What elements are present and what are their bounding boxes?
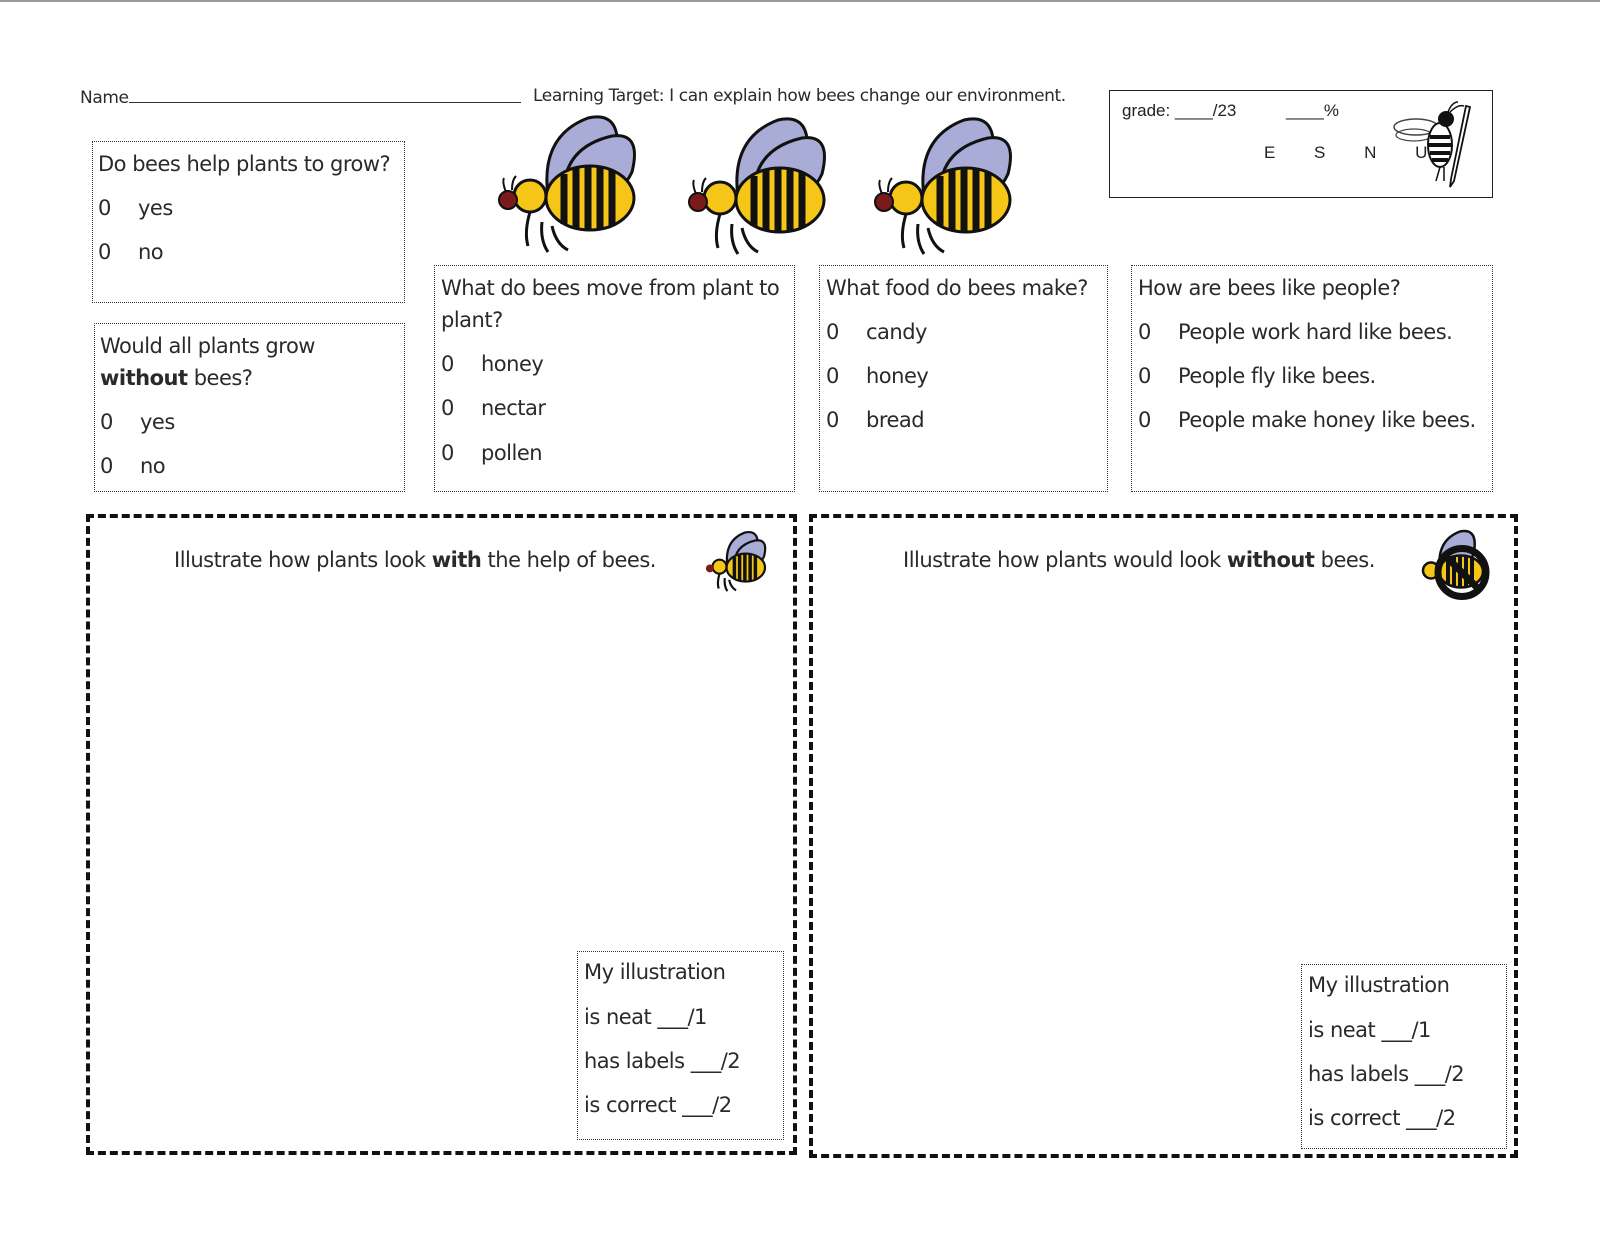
illustration-area-with-bees[interactable]: Illustrate how plants look with the help… — [86, 514, 797, 1155]
name-label: Name — [80, 88, 129, 108]
bee-illustration-icon — [874, 117, 1012, 255]
grade-score[interactable]: grade: ____/23 — [1122, 101, 1237, 120]
rubric-neat[interactable]: is neat ___/1 — [1308, 1018, 1431, 1042]
answer-bubble[interactable]: 0 — [98, 196, 111, 220]
bee-icon — [705, 530, 767, 592]
question-text: What do bees move from plant to plant? — [441, 276, 780, 332]
question-text: What food do bees make? — [826, 276, 1088, 300]
rubric-correct[interactable]: is correct ___/2 — [1308, 1106, 1456, 1130]
answer-bubble[interactable]: 0 — [826, 364, 839, 388]
rubric-box: My illustration is neat ___/1 has labels… — [1301, 964, 1507, 1149]
answer-bubble[interactable]: 0 — [826, 320, 839, 344]
name-line — [128, 86, 521, 103]
answer-bubble[interactable]: 0 — [100, 410, 113, 434]
answer-bubble[interactable]: 0 — [1138, 320, 1151, 344]
illustration-area-without-bees[interactable]: Illustrate how plants would look without… — [809, 514, 1518, 1158]
answer-bubble[interactable]: 0 — [441, 396, 454, 420]
grade-box: grade: ____/23 ____% E S N U — [1109, 90, 1493, 198]
answer-bubble[interactable]: 0 — [98, 240, 111, 264]
learning-target: Learning Target: I can explain how bees … — [533, 86, 1066, 106]
rubric-title: My illustration — [1308, 973, 1450, 997]
grade-percent[interactable]: ____% — [1286, 101, 1339, 120]
top-border — [0, 0, 1600, 2]
bee-pencil-icon — [1393, 101, 1472, 188]
rubric-neat[interactable]: is neat ___/1 — [584, 1005, 707, 1029]
illustration-prompt: Illustrate how plants would look without… — [903, 548, 1375, 572]
no-bees-icon — [1421, 529, 1490, 600]
answer-bubble[interactable]: 0 — [441, 441, 454, 465]
question-text: Do bees help plants to grow? — [98, 152, 391, 176]
bee-illustration-icon — [498, 115, 636, 253]
answer-bubble[interactable]: 0 — [1138, 364, 1151, 388]
bee-illustration-icon — [688, 117, 826, 255]
question-text: How are bees like people? — [1138, 276, 1401, 300]
answer-bubble[interactable]: 0 — [441, 352, 454, 376]
question-text: Would all plants grow without bees? — [100, 334, 315, 390]
answer-bubble[interactable]: 0 — [826, 408, 839, 432]
question-box-3: What do bees move from plant to plant? 0… — [434, 265, 795, 492]
answer-bubble[interactable]: 0 — [1138, 408, 1151, 432]
rubric-correct[interactable]: is correct ___/2 — [584, 1093, 732, 1117]
grade-letters: E S N U — [1264, 143, 1445, 162]
illustration-prompt: Illustrate how plants look with the help… — [174, 548, 656, 572]
rubric-labels[interactable]: has labels ___/2 — [584, 1049, 741, 1073]
rubric-title: My illustration — [584, 960, 726, 984]
rubric-box: My illustration is neat ___/1 has labels… — [577, 951, 784, 1140]
rubric-labels[interactable]: has labels ___/2 — [1308, 1062, 1465, 1086]
answer-bubble[interactable]: 0 — [100, 454, 113, 478]
name-field[interactable]: Name — [80, 86, 521, 108]
